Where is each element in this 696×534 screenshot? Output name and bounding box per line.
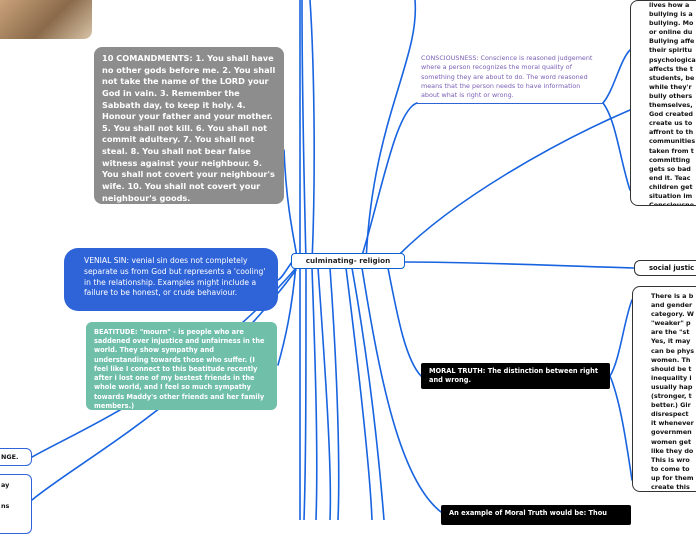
social-justice-node[interactable]: social justic <box>634 260 696 276</box>
social-justice-label: social justic <box>649 264 694 272</box>
moral-truth-example-text: An example of Moral Truth would be: Thou <box>449 509 607 517</box>
central-topic-node[interactable]: culminating- religion <box>291 253 405 269</box>
bullying-note-node[interactable]: lives how a bullying is a bullying. Mo o… <box>630 0 696 206</box>
venial-sin-node[interactable]: VENIAL SIN: venial sin does not complete… <box>64 248 278 311</box>
beatitude-node[interactable]: BEATITUDE: "mourn" - is people who are s… <box>86 322 277 410</box>
consciousness-node[interactable]: CONSCIOUSNESS: Conscience is reasoned ju… <box>417 52 603 104</box>
bullying-note-text: lives how a bullying is a bullying. Mo o… <box>649 1 696 206</box>
consciousness-text: CONSCIOUSNESS: Conscience is reasoned ju… <box>421 54 599 100</box>
moral-truth-node[interactable]: MORAL TRUTH: The distinction between rig… <box>421 363 610 389</box>
moral-truth-text: MORAL TRUTH: The distinction between rig… <box>429 367 602 385</box>
venial-sin-text: VENIAL SIN: venial sin does not complete… <box>84 256 266 299</box>
left-edge-top-label: NGE. <box>1 453 18 461</box>
corner-photo <box>0 0 92 39</box>
beatitude-text: BEATITUDE: "mourn" - is people who are s… <box>94 328 269 411</box>
commandments-node[interactable]: 10 COMANDMENTS: 1. You shall have no oth… <box>94 47 284 204</box>
left-edge-node-lower[interactable]: ay ns <box>0 474 32 534</box>
moral-truth-example-node[interactable]: An example of Moral Truth would be: Thou <box>441 505 631 525</box>
inequality-note-text: There is a b and gender category. W "wea… <box>651 292 696 492</box>
central-topic-label: culminating- religion <box>306 256 390 265</box>
left-edge-lower-text: ay ns <box>1 480 31 511</box>
inequality-note-node[interactable]: There is a b and gender category. W "wea… <box>632 286 696 492</box>
commandments-text: 10 COMANDMENTS: 1. You shall have no oth… <box>102 53 276 204</box>
left-edge-node-top[interactable]: NGE. <box>0 448 32 466</box>
